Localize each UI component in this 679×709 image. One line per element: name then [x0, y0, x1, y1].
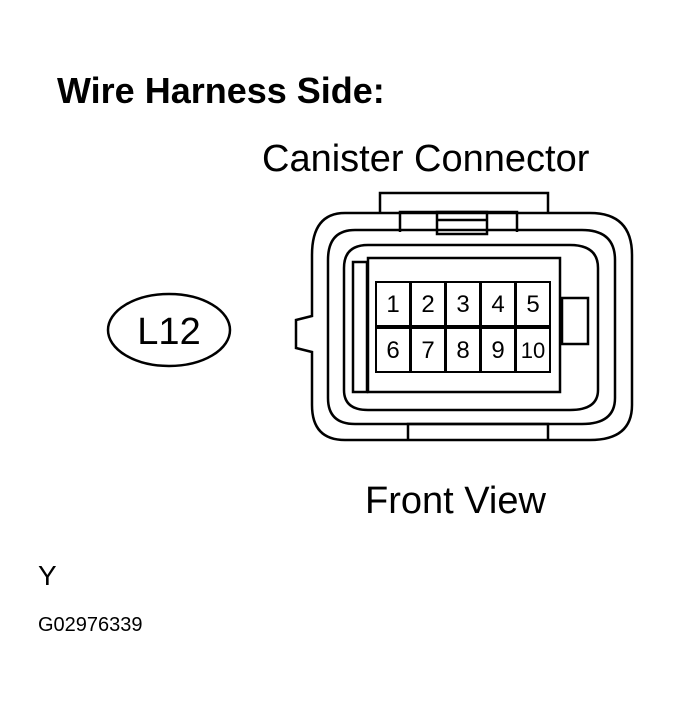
connector-id-text: L12 [137, 311, 200, 353]
harness-color-label: Y [38, 560, 57, 591]
housing-inner [326, 228, 617, 426]
diagram-heading: Wire Harness Side: [57, 70, 385, 111]
connector-id-ellipse [106, 292, 232, 368]
bottom-key [406, 422, 550, 440]
pin-number: 8 [456, 337, 469, 364]
latch-outer [378, 191, 550, 213]
housing-cavity [342, 243, 600, 412]
connector-id-badge: L12 [106, 292, 232, 368]
pin-number: 2 [421, 291, 434, 318]
housing-outer [294, 211, 634, 442]
left-guide [351, 260, 369, 394]
pin-number: 5 [526, 291, 539, 318]
view-label: Front View [365, 480, 546, 522]
pin-cavity [515, 327, 551, 373]
pin-number: 6 [386, 337, 399, 364]
right-lock [560, 296, 590, 346]
pin-number: 10 [521, 338, 545, 363]
pin-cavity [515, 281, 551, 327]
figure-code: G02976339 [38, 614, 143, 636]
pin-frame [366, 256, 562, 394]
pin-number: 4 [491, 291, 504, 318]
pin-number: 9 [491, 337, 504, 364]
pin-number: 7 [421, 337, 434, 364]
pin-number: 1 [386, 291, 399, 318]
pin-number: 3 [456, 291, 469, 318]
connector-body [294, 191, 634, 442]
connector-name-label: Canister Connector [262, 138, 590, 180]
